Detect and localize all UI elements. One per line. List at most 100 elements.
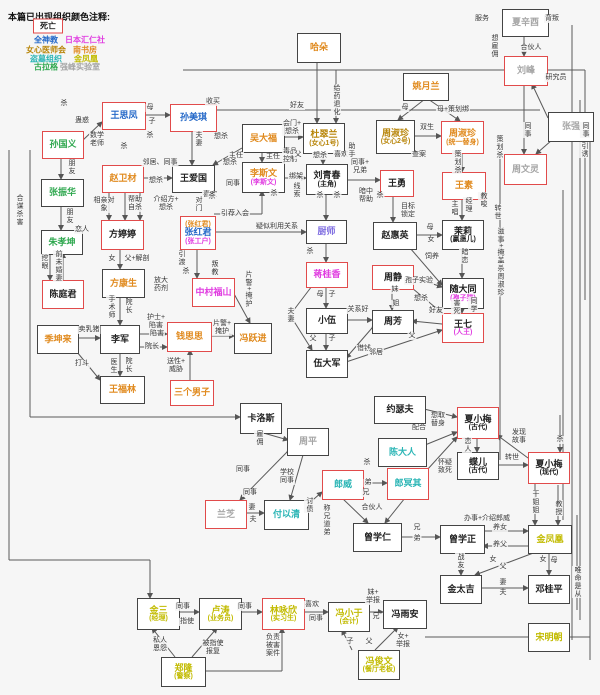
person-name: 宋明朝 <box>535 631 563 642</box>
edge-label: 父 <box>407 331 417 341</box>
relation-edge <box>424 431 458 446</box>
person-name: 郎威 <box>333 479 352 490</box>
edge-label: 妹 <box>390 285 400 295</box>
edge-label: 转世 <box>504 453 520 463</box>
person-name: 周静 <box>383 271 402 282</box>
edge-label: 妻 <box>498 578 508 588</box>
edge-label: 子 <box>327 290 337 300</box>
edge-label: 片警+掩护 <box>242 270 254 308</box>
person-box: 三个男子 <box>170 380 214 406</box>
edge-label: 蛊惑 <box>74 116 90 126</box>
edge-label: 孢子实验 <box>404 276 434 286</box>
edge-label: 想取 替身 <box>430 411 446 429</box>
edge-label: 滋事+掩盖杀周淑珍 <box>494 227 506 297</box>
person-box: 张振华 <box>41 179 84 207</box>
person-name: 钱思思 <box>175 331 203 342</box>
relation-edge <box>531 83 549 119</box>
edge-label: 父 <box>364 637 374 647</box>
person-subname: (经理) <box>149 615 168 623</box>
edge-label: 姐 <box>391 299 401 309</box>
edge-label: 杀 <box>362 458 372 468</box>
edge-label: 发现 故事 <box>511 428 527 446</box>
edge-label: 策划杀 <box>451 150 463 174</box>
person-name: 邓桂平 <box>535 583 563 594</box>
person-name: 刘峰 <box>516 65 535 76</box>
legend-item: 女心医师会 <box>26 45 66 55</box>
legend-item: 盗墓组织 <box>30 54 62 64</box>
edge-label: 数学 老师 <box>89 131 105 149</box>
person-name: 姚月兰 <box>412 81 440 92</box>
edge-label: 同事 <box>579 122 591 138</box>
person-box: 郑隆(警察) <box>161 657 206 687</box>
edge-label: 想杀 <box>148 176 164 186</box>
edge-label: 引渡 <box>175 250 187 266</box>
edge-label: 想杀 <box>312 151 328 161</box>
edge-label: 母 <box>400 103 410 113</box>
edge-label: 对门 <box>192 196 204 212</box>
edge-label: 同事+ 兄弟 <box>349 158 371 176</box>
person-box: 夏小梅(现代) <box>528 452 570 484</box>
edge-label: 母+策划绑 <box>435 105 471 115</box>
edge-label: 子 <box>327 334 337 344</box>
edge-label: 引荐入会 <box>220 209 250 219</box>
edge-label: 女+ 举报 <box>395 632 411 650</box>
edge-label: 线索 <box>290 182 302 198</box>
edge-label: 给药退化 <box>330 84 342 116</box>
person-box: 茉莉(赢蛊儿) <box>442 220 484 250</box>
edge-label: 杀 <box>119 142 129 152</box>
edge-label: 转世 <box>491 204 503 220</box>
person-name: 冯俊文 <box>365 655 393 666</box>
person-box: (张红君)张红君(张工户) <box>180 216 216 250</box>
edge-label: 同事 <box>235 465 251 475</box>
edge-label: 院长 <box>144 342 160 352</box>
person-box: 李斯文(李斯文) <box>242 162 285 193</box>
edge-label: 院长 <box>122 357 134 373</box>
person-box: 宋明朝 <box>528 623 570 652</box>
person-name: 金凤凰 <box>536 533 564 544</box>
edge-label: 打斗 <box>74 359 90 369</box>
edge-label: 学校 同事 <box>279 468 295 486</box>
person-box: 冯小于(会计) <box>328 602 370 632</box>
person-name: 张振华 <box>48 187 76 198</box>
edge-label: 女 <box>538 555 548 565</box>
person-subname: (女心2号) <box>380 138 411 146</box>
edge-label: 女 <box>426 235 436 245</box>
edge-label: 同事 <box>242 488 258 498</box>
edge-label: 陷害 <box>149 329 165 339</box>
person-subname: (餐厅老板) <box>362 666 396 674</box>
person-box: 夏小梅(古代) <box>457 407 499 439</box>
person-box: 姚月兰 <box>403 73 449 101</box>
person-box: 伍大军 <box>306 350 348 378</box>
edge-label: 好友 <box>428 306 444 316</box>
edge-label: 目标 锁定 <box>400 202 416 220</box>
edge-label: 护士+ 陷害 <box>145 313 167 331</box>
person-box: 王思凤 <box>102 102 146 130</box>
relation-edge <box>345 328 443 363</box>
edge-label: 父 <box>293 150 303 160</box>
edge-label: 卖乳猪 <box>77 325 101 335</box>
edge-label: 杀 <box>305 247 315 257</box>
person-box: 王勇 <box>380 170 414 197</box>
edge-label: 杀 <box>181 267 191 277</box>
edge-label: 教授 <box>552 500 564 516</box>
edge-label: 夫 <box>248 515 258 525</box>
person-name: 陈庭君 <box>49 288 77 299</box>
person-name: 郑隆 <box>174 662 193 673</box>
person-subname: (女心1号) <box>309 139 339 147</box>
person-box: 孙美琪 <box>170 104 217 132</box>
edge-label: 主唱 <box>448 200 460 216</box>
legend-title: 本篇已出现组织颜色注释: <box>8 12 110 22</box>
edge-label: 关系好 <box>346 305 370 315</box>
relation-edge <box>212 147 243 166</box>
person-box: 付以清 <box>264 500 309 530</box>
person-name: 三个男子 <box>173 387 210 398</box>
edge-label: 配合 <box>411 423 427 433</box>
person-name: 周淑珍 <box>448 128 476 139</box>
edge-label: 挖眼 <box>38 254 50 270</box>
person-subname: (统一替身) <box>446 138 479 146</box>
person-subname: (警察) <box>174 673 193 681</box>
person-subname: (业务员) <box>207 615 234 623</box>
edge-label: 绑架 <box>288 172 304 182</box>
person-box: 中村福山 <box>192 278 235 307</box>
edge-label: 妻 <box>247 503 257 513</box>
